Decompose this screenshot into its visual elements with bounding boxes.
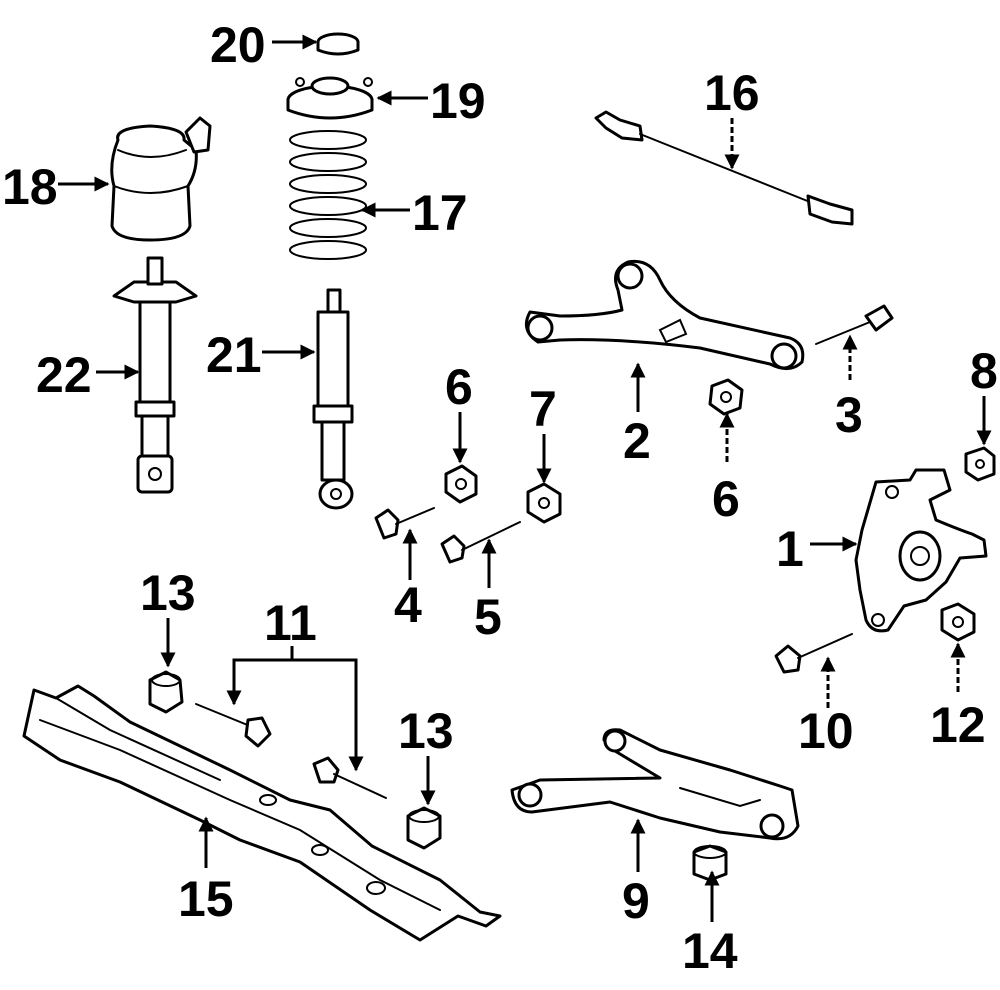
callout-2: 2 <box>623 413 651 469</box>
part-4-bolt <box>374 507 435 540</box>
part-14-bushing <box>692 844 728 882</box>
callout-22: 22 <box>36 347 92 403</box>
callout-12: 12 <box>930 697 986 753</box>
callout-14: 14 <box>682 923 738 979</box>
part-5-bolt <box>440 521 521 564</box>
callout-6-lower: 6 <box>712 471 740 527</box>
part-6-nut-upper <box>708 378 744 416</box>
callout-19: 19 <box>430 73 486 129</box>
part-13-bushing-left <box>148 670 184 714</box>
part-22-strut <box>112 256 198 494</box>
part-21-shock-absorber <box>312 288 354 510</box>
callout-21: 21 <box>206 327 262 383</box>
callout-20: 20 <box>210 17 266 73</box>
leader-lines <box>58 34 992 922</box>
part-3-bolt <box>815 304 894 345</box>
callout-4: 4 <box>394 577 422 633</box>
callout-7: 7 <box>529 381 557 437</box>
callout-10: 10 <box>798 703 854 759</box>
part-20-cap <box>316 32 360 56</box>
callout-labels: 20 19 16 18 17 22 21 8 6 7 3 2 6 1 4 5 1… <box>2 17 998 979</box>
callout-3: 3 <box>835 387 863 443</box>
callout-9: 9 <box>622 873 650 929</box>
callout-13-left: 13 <box>140 565 196 621</box>
part-16-sensor <box>594 110 854 226</box>
part-19-spring-mount <box>286 76 374 120</box>
callout-5: 5 <box>474 589 502 645</box>
callout-17: 17 <box>412 185 468 241</box>
callout-16: 16 <box>704 65 760 121</box>
part-15-crossmember <box>22 684 502 942</box>
part-11-bolt-lower <box>312 756 387 799</box>
part-8-bushing <box>964 446 996 482</box>
callout-18: 18 <box>2 159 58 215</box>
callout-8: 8 <box>970 343 998 399</box>
callout-15: 15 <box>178 871 234 927</box>
part-9-lower-control-arm <box>510 728 800 841</box>
callout-11: 11 <box>264 595 317 651</box>
part-18-air-spring <box>110 116 212 242</box>
part-12-nut <box>940 602 976 642</box>
part-1-knuckle <box>854 468 988 633</box>
part-17-coil-spring <box>289 130 367 260</box>
callout-1: 1 <box>776 521 804 577</box>
part-2-upper-control-arm <box>524 259 805 370</box>
part-10-bolt <box>774 633 853 674</box>
part-11-bolt-upper <box>195 703 272 748</box>
callout-6-upper: 6 <box>445 359 473 415</box>
callout-13-right: 13 <box>398 703 454 759</box>
part-7-nut <box>526 482 562 524</box>
part-6-nut-lower <box>444 464 478 504</box>
part-13-bushing-right <box>406 806 442 850</box>
